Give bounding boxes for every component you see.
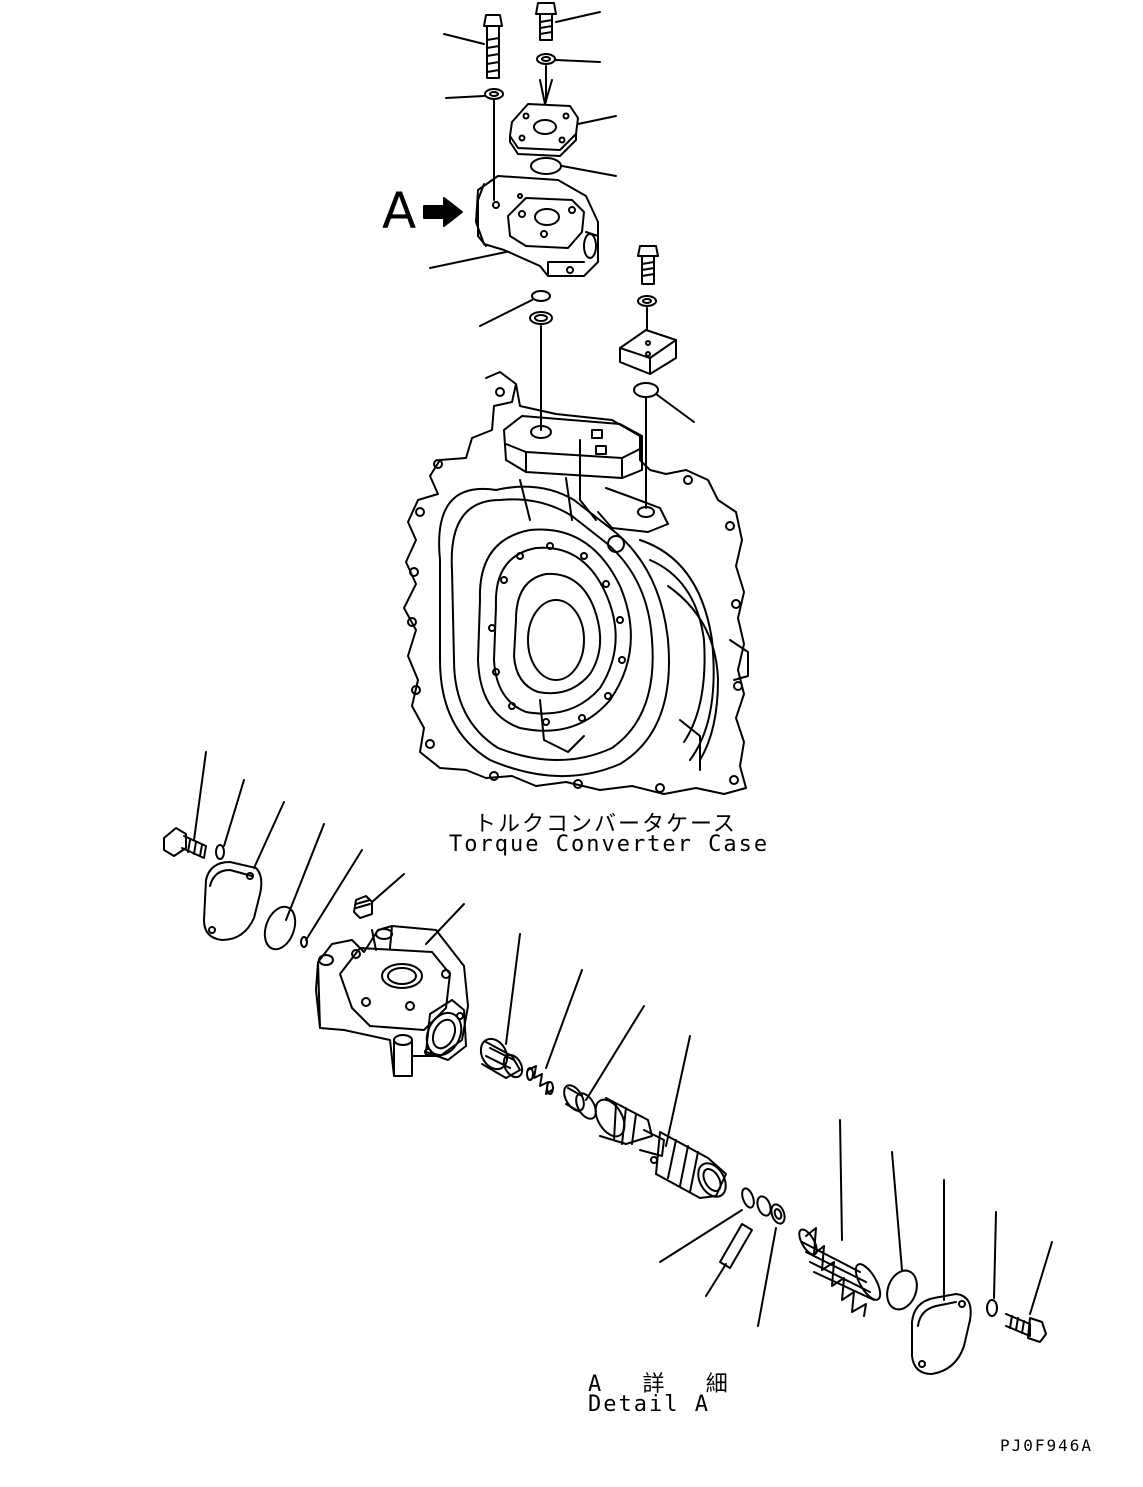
right-bolt-block bbox=[620, 246, 694, 508]
valve-body-detail bbox=[316, 926, 468, 1076]
end-cover-left bbox=[204, 862, 261, 940]
detail-label-japanese: A 詳 細 bbox=[588, 1372, 742, 1397]
long-bolt bbox=[444, 15, 502, 78]
main-spool bbox=[590, 1095, 732, 1202]
washer-right-detail bbox=[987, 1300, 997, 1316]
washer-right bbox=[537, 54, 600, 64]
o-ring-right bbox=[882, 1266, 922, 1313]
case-label-english: Torque Converter Case bbox=[449, 832, 770, 857]
valve-body bbox=[430, 176, 598, 276]
drawing-number: PJ0F946A bbox=[1000, 1436, 1094, 1455]
end-cover-right bbox=[912, 1180, 971, 1374]
seal-ring-small bbox=[480, 291, 552, 430]
detail-a-assembly bbox=[164, 752, 1052, 1374]
cover-plate bbox=[510, 80, 616, 156]
top-assembly bbox=[424, 3, 694, 508]
valve-sleeve bbox=[476, 1034, 526, 1080]
arrow-right-icon bbox=[424, 198, 462, 226]
piston-set bbox=[660, 1187, 787, 1326]
large-spring bbox=[796, 1120, 885, 1316]
case-label-japanese: トルクコンバータケース bbox=[474, 812, 737, 837]
cover-bolt-right bbox=[1006, 1242, 1052, 1342]
o-ring-left bbox=[259, 903, 300, 954]
spool-retainer bbox=[560, 1082, 600, 1122]
washer-left bbox=[446, 89, 503, 99]
cover-bolt-left bbox=[164, 828, 206, 858]
washer-left-detail bbox=[216, 845, 224, 859]
short-bolt bbox=[536, 3, 600, 40]
detail-label-english: Detail A bbox=[588, 1392, 710, 1417]
small-seal-left bbox=[301, 937, 307, 947]
callout-a-label: A bbox=[382, 182, 417, 240]
plug-screw bbox=[354, 896, 372, 918]
torque-converter-case bbox=[404, 372, 748, 794]
small-spring bbox=[527, 1066, 553, 1094]
o-ring-top bbox=[531, 158, 616, 176]
